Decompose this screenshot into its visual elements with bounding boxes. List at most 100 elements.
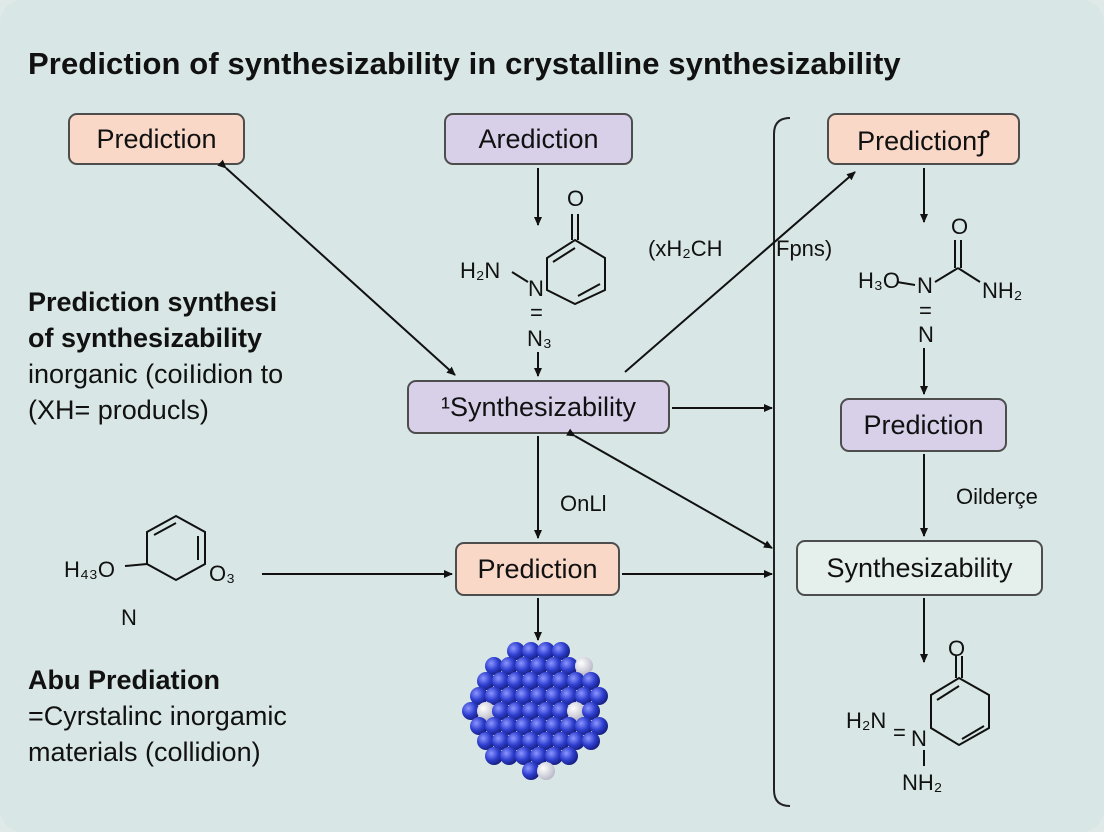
- nanoparticle-sphere: [507, 672, 525, 690]
- edge-label-center-left: (xH₂CH: [648, 236, 723, 261]
- nanoparticle-sphere: [552, 672, 570, 690]
- nanoparticle-sphere: [522, 702, 540, 720]
- diagram-title: Prediction of synthesizability in crysta…: [28, 46, 901, 81]
- mol-right-top-nh2: NH₂: [982, 278, 1023, 303]
- mol-right-top-n1: N: [917, 273, 933, 298]
- nanoparticle-sphere: [507, 732, 525, 750]
- mol-right-top-n2: N: [918, 322, 934, 347]
- nanoparticle-sphere: [545, 717, 563, 735]
- nanoparticle-sphere: [477, 732, 495, 750]
- nanoparticle-sphere: [560, 747, 578, 765]
- nanoparticle-sphere: [477, 702, 495, 720]
- nanoparticle-sphere: [485, 717, 503, 735]
- mol-right-top-oxygen: O: [951, 214, 969, 239]
- nanoparticle-sphere: [537, 732, 555, 750]
- nanoparticle-sphere: [470, 717, 488, 735]
- nanoparticle-sphere: [567, 702, 585, 720]
- nanoparticle-sphere: [560, 657, 578, 675]
- nanoparticle-sphere: [492, 732, 510, 750]
- nanoparticle-sphere: [477, 672, 495, 690]
- mol-top-oxygen: O: [567, 186, 585, 211]
- nanoparticle-sphere: [492, 672, 510, 690]
- box-synthesizability-right: Synthesizability: [796, 540, 1043, 596]
- left-bottom-block: Abu Prediation =Cyrstalinc inorgamic mat…: [28, 662, 287, 770]
- nanoparticle-sphere: [530, 717, 548, 735]
- nanoparticle-sphere: [567, 672, 585, 690]
- nanoparticle-sphere: [515, 687, 533, 705]
- mol-top-n1: N: [528, 276, 544, 301]
- left-block2-bold: Abu Prediation: [28, 665, 221, 695]
- molecule-right-top-bonds: [896, 240, 981, 286]
- mol-top-h2n: H₂N: [460, 258, 501, 283]
- vertical-divider-bracket: [773, 117, 791, 807]
- nanoparticle-sphere: [500, 747, 518, 765]
- nanoparticle-sphere: [462, 702, 480, 720]
- box-arediction-top-center: Arediction: [444, 113, 633, 165]
- mol-left-h: H₄₃O: [64, 557, 115, 582]
- nanoparticle-sphere: [515, 747, 533, 765]
- nanoparticle-sphere: [582, 672, 600, 690]
- nanoparticle-sphere: [537, 702, 555, 720]
- nanoparticle-sphere: [575, 687, 593, 705]
- mol-right-bottom-n: N: [911, 726, 927, 751]
- mol-left-o3: O₃: [209, 561, 236, 586]
- nanoparticle-cluster-image: [462, 642, 608, 780]
- box-prediction-top-right: Predictionꝭ: [827, 113, 1020, 165]
- mol-right-bottom-nh2: NH₂: [902, 770, 943, 795]
- nanoparticle-sphere: [537, 762, 555, 780]
- nanoparticle-sphere: [590, 687, 608, 705]
- nanoparticle-sphere: [515, 657, 533, 675]
- mol-left-n: N: [121, 605, 137, 630]
- mol-right-top-h3o: H₃O: [858, 268, 900, 293]
- molecule-top-bonds: [511, 214, 606, 306]
- nanoparticle-sphere: [522, 762, 540, 780]
- box-synthesizability-center: ¹Synthesizability: [407, 380, 670, 434]
- nanoparticle-sphere: [545, 657, 563, 675]
- nanoparticle-sphere: [530, 747, 548, 765]
- edge-label-center-right: Fpns): [776, 236, 833, 261]
- nanoparticle-sphere: [545, 687, 563, 705]
- molecule-left-bonds: [124, 514, 206, 582]
- mol-top-n3: N₃: [527, 326, 552, 351]
- nanoparticle-sphere: [485, 657, 503, 675]
- nanoparticle-sphere: [552, 732, 570, 750]
- nanoparticle-sphere: [582, 732, 600, 750]
- nanoparticle-sphere: [575, 657, 593, 675]
- left-block2-line3: materials (collidion): [28, 737, 261, 767]
- nanoparticle-sphere: [522, 642, 540, 660]
- nanoparticle-sphere: [530, 687, 548, 705]
- box-prediction-top-left: Prediction: [68, 113, 245, 165]
- nanoparticle-sphere: [575, 717, 593, 735]
- mol-right-bottom-eq: =: [893, 720, 906, 745]
- edge-label-right-down: Oilderçe: [956, 484, 1038, 509]
- nanoparticle-sphere: [552, 702, 570, 720]
- flow-arrows: [217, 159, 928, 663]
- nanoparticle-sphere: [507, 642, 525, 660]
- nanoparticle-sphere: [507, 702, 525, 720]
- arrow-synth-topright: [624, 171, 856, 373]
- mol-top-eq: =: [530, 300, 543, 325]
- nanoparticle-sphere: [522, 672, 540, 690]
- nanoparticle-sphere: [515, 717, 533, 735]
- nanoparticle-sphere: [560, 717, 578, 735]
- mol-right-bottom-oxygen: O: [948, 636, 966, 661]
- arrow-topleft-synth: [217, 159, 456, 376]
- nanoparticle-sphere: [582, 702, 600, 720]
- mol-right-bottom-h2n: H₂N: [846, 708, 887, 733]
- box-prediction-right: Prediction: [840, 398, 1007, 452]
- nanoparticle-sphere: [485, 687, 503, 705]
- nanoparticle-sphere: [537, 642, 555, 660]
- nanoparticle-sphere: [560, 687, 578, 705]
- arrow-synth-bracket: [566, 428, 773, 549]
- box-prediction-center: Prediction: [455, 542, 620, 596]
- nanoparticle-sphere: [485, 747, 503, 765]
- left-block2-line2: =Cyrstalinc inorgamic: [28, 701, 287, 731]
- nanoparticle-sphere: [500, 687, 518, 705]
- nanoparticle-sphere: [500, 717, 518, 735]
- mol-right-top-eq: =: [919, 298, 932, 323]
- nanoparticle-sphere: [545, 747, 563, 765]
- nanoparticle-sphere: [567, 732, 585, 750]
- nanoparticle-sphere: [537, 672, 555, 690]
